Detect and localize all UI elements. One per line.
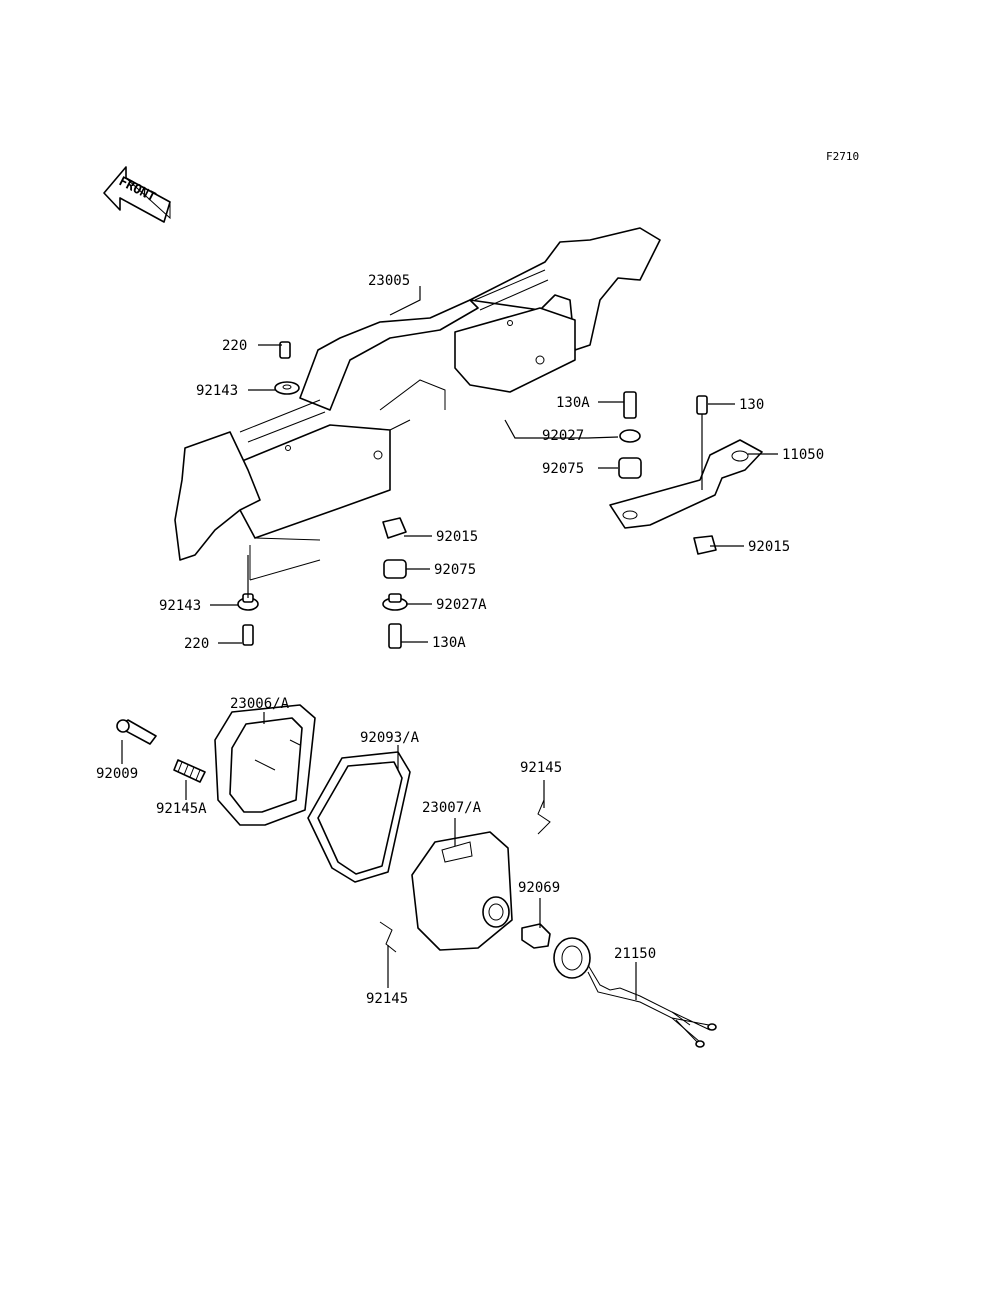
label-92027: 92027 [542,428,584,444]
rubber-92075-mid-icon [383,559,407,579]
label-92027A: 92027A [436,597,487,613]
label-130A-bottom: 130A [432,635,466,651]
label-92015-mid: 92015 [436,529,478,545]
bolt-130A-top-icon [623,391,637,419]
bolt-220-top-icon [279,341,291,359]
label-130A-top: 130A [556,395,590,411]
label-92093A: 92093/A [360,730,420,746]
label-92075-mid: 92075 [434,562,476,578]
headlight-guard-23005 [174,227,661,581]
label-23006A: 23006/A [230,696,290,712]
front-arrow-icon: FRONT [103,166,171,223]
label-220-bottom: 220 [184,636,209,652]
nut-92015-right-icon [693,535,717,555]
leader-lines [121,286,778,1000]
washer-92027A-icon [382,593,408,611]
label-92145-bottom: 92145 [366,991,408,1007]
label-92143-top: 92143 [196,383,238,399]
spring-92145A-icon [173,759,206,783]
label-92075-right: 92075 [542,461,584,477]
figure-code: F2710 [826,150,859,163]
bulb-92069-icon [521,923,551,949]
bracket-11050 [609,439,763,529]
bolt-130-icon [696,395,708,415]
nut-92015-mid-icon [382,517,407,539]
clip-92145-top-icon [537,799,551,835]
label-11050: 11050 [782,447,824,463]
label-21150: 21150 [614,946,656,962]
bolt-130A-bottom-icon [388,623,402,649]
label-92145A: 92145A [156,801,207,817]
headlight-unit-23007A [411,831,513,951]
label-23007A: 23007/A [422,800,482,816]
socket-21150 [553,937,717,1048]
grommet-92143-bottom-icon [237,593,259,611]
headlight-rim-23006A [214,704,316,826]
label-23005: 23005 [368,273,410,289]
grommet-92143-top-icon [274,381,300,395]
label-92145-top: 92145 [520,760,562,776]
part-labels: 23005 220 92143 130A 130 11050 92027 920… [96,273,824,1007]
clip-92145-bottom-icon [379,921,397,953]
label-130: 130 [739,397,764,413]
rubber-92075-right-icon [618,457,642,479]
label-92069: 92069 [518,880,560,896]
gasket-92093A [307,751,411,883]
label-220-top: 220 [222,338,247,354]
label-92009: 92009 [96,766,138,782]
label-92015-right: 92015 [748,539,790,555]
washer-92027-icon [619,429,641,443]
bolt-220-bottom-icon [242,624,254,646]
label-92143-bottom: 92143 [159,598,201,614]
bolt-92009-icon [116,719,157,745]
